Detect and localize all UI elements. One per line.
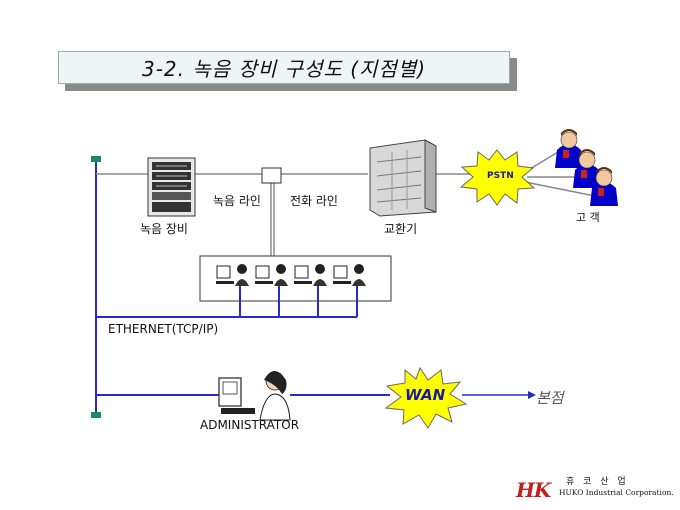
customer-icons xyxy=(555,129,618,206)
company-name-english: HUKO Industrial Corporation. xyxy=(559,488,674,497)
customer-icon xyxy=(555,129,583,168)
exchange-label: 교환기 xyxy=(384,222,418,236)
agent-icon xyxy=(294,264,327,286)
pstn-label: PSTN xyxy=(487,171,514,181)
exchange-cabinet-icon xyxy=(369,139,437,217)
customer-icon xyxy=(573,149,601,188)
agent-drops xyxy=(239,286,358,317)
branch-label: 본점 xyxy=(536,389,564,407)
pstn-burst xyxy=(459,149,536,206)
company-logo-mark: HK xyxy=(516,478,551,502)
wan-label: WAN xyxy=(405,386,446,404)
customer-icon xyxy=(590,167,618,206)
ethernet-backbone xyxy=(91,156,357,418)
recorder-label: 녹음 장비 xyxy=(140,222,188,236)
customer-label: 고 객 xyxy=(576,211,600,224)
recording-line-label: 녹음 라인 xyxy=(213,194,261,208)
arrow-head xyxy=(528,391,536,399)
company-name-korean: 휴 코 산 업 xyxy=(566,477,629,487)
backbone-top-terminator xyxy=(91,156,101,162)
ethernet-label: ETHERNET(TCP/IP) xyxy=(108,322,219,336)
recorder-rack-icon xyxy=(147,157,196,217)
agent-icon xyxy=(255,264,288,286)
agent-icon xyxy=(333,264,366,286)
page-title: 3-2. 녹음 장비 구성도 (지점별) xyxy=(58,51,510,84)
phone-line-label: 전화 라인 xyxy=(290,194,338,208)
line-tap-box xyxy=(261,167,282,184)
agent-icon xyxy=(216,264,249,286)
agent-station-icons xyxy=(216,264,366,286)
administrator-label: ADMINISTRATOR xyxy=(200,418,300,432)
wan-burst xyxy=(384,366,468,429)
backbone-bottom-terminator xyxy=(91,412,101,418)
administrator-icon xyxy=(218,371,291,421)
